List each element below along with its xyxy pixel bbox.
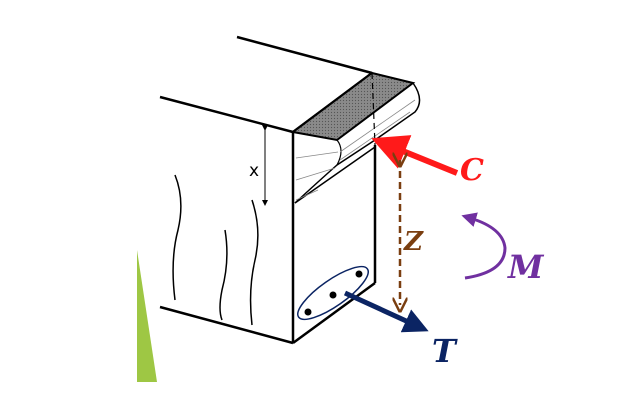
moment-label: M xyxy=(507,248,545,286)
beam-outline xyxy=(159,35,377,345)
stress-block xyxy=(290,71,421,204)
compression-arrow xyxy=(371,135,459,176)
moment-arrow xyxy=(461,212,507,280)
tension-label: T xyxy=(432,332,458,370)
accent-triangle xyxy=(137,250,157,382)
tension-arrow xyxy=(343,290,429,333)
compression-label: C xyxy=(460,153,484,188)
crack-lines xyxy=(172,174,259,326)
x-label: x xyxy=(249,161,259,181)
reinforcement-bars xyxy=(297,265,369,321)
neutral-axis-depth-dimension: x xyxy=(249,125,268,206)
lever-arm-label: Z xyxy=(403,227,424,257)
